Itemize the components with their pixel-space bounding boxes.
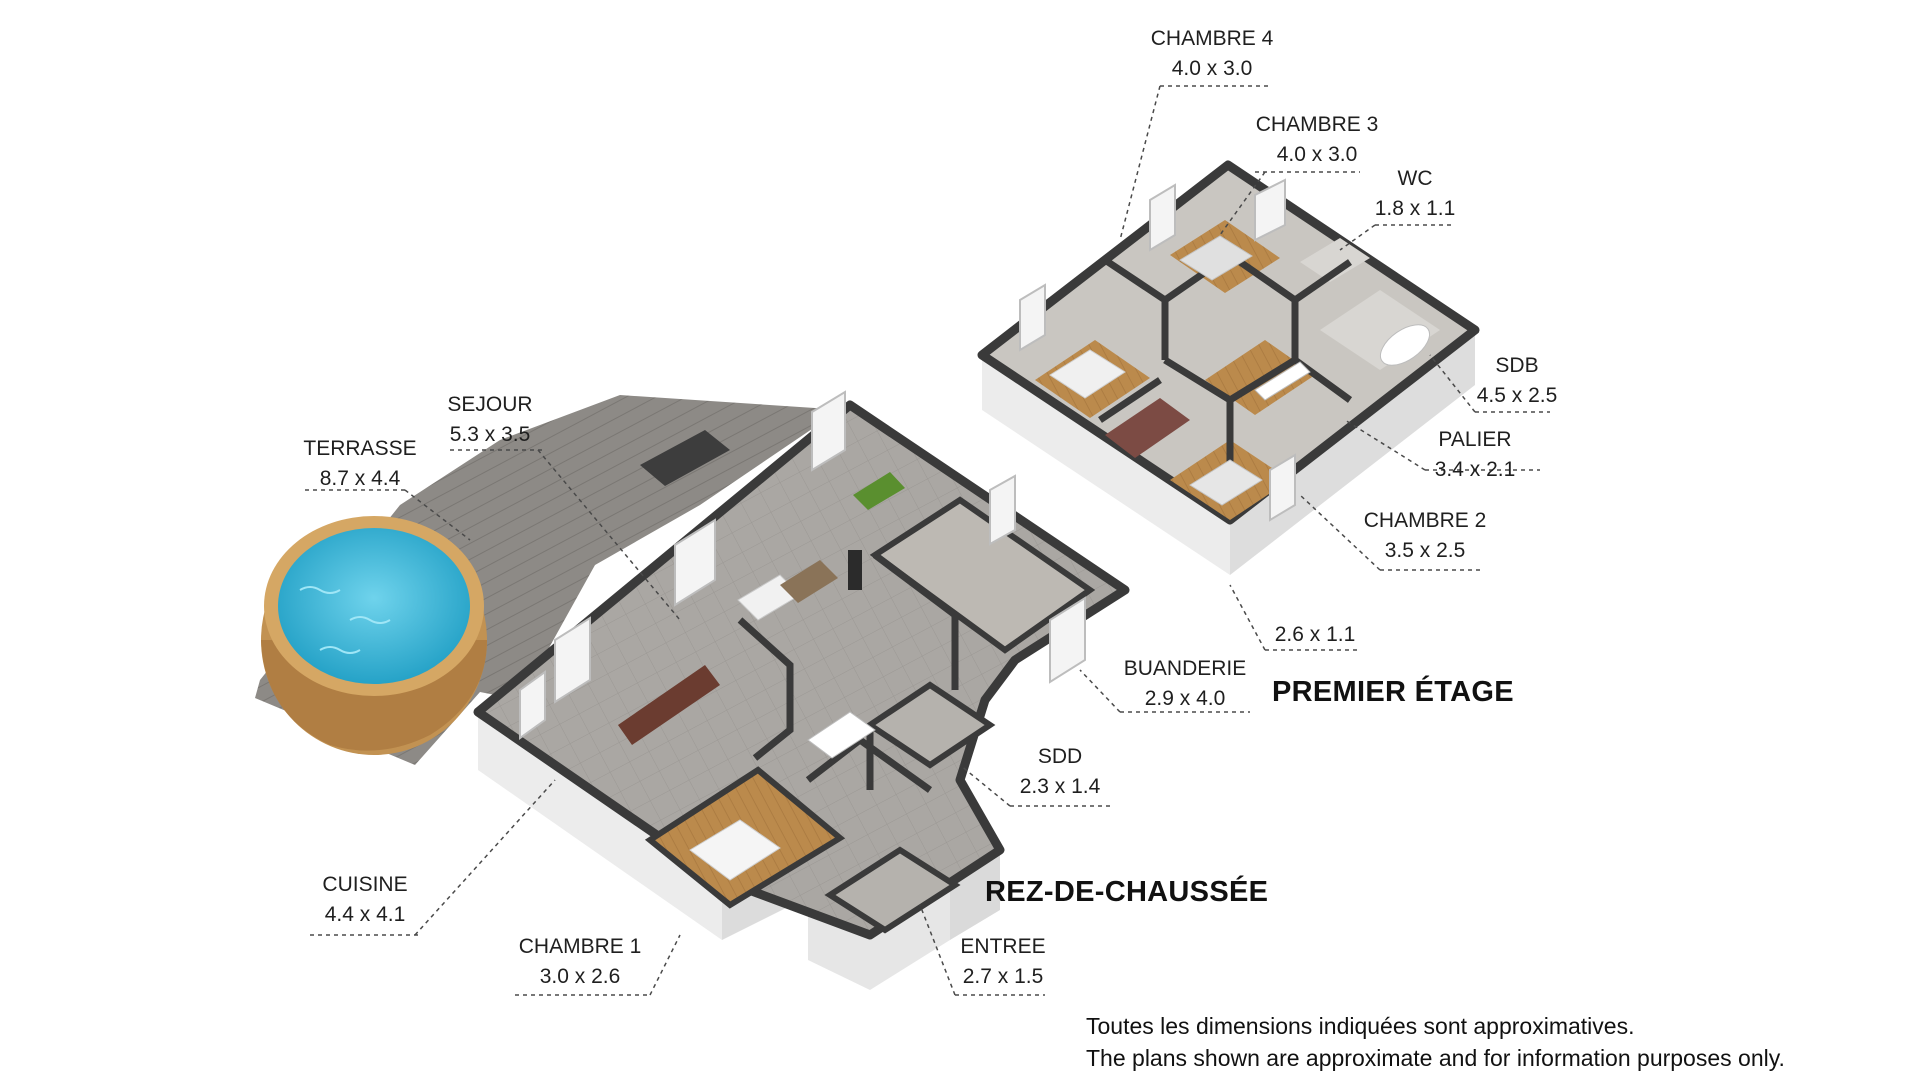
- room-dims: 3.4 x 2.1: [1434, 458, 1516, 481]
- room-dims: 5.3 x 3.5: [449, 423, 531, 446]
- label-buanderie: BUANDERIE 2.9 x 4.0: [1115, 654, 1255, 714]
- room-dims: 8.7 x 4.4: [319, 467, 401, 490]
- label-chambre2: CHAMBRE 2 3.5 x 2.5: [1350, 506, 1500, 566]
- room-name: CUISINE: [322, 873, 408, 896]
- room-name: ENTREE: [960, 935, 1046, 958]
- room-name: SDB: [1495, 354, 1539, 377]
- first-floor-model: [977, 160, 1480, 575]
- label-chambre1: CHAMBRE 1 3.0 x 2.6: [510, 932, 650, 992]
- room-dims: 2.3 x 1.4: [1019, 775, 1101, 798]
- first-wall-side-right: [1230, 330, 1475, 575]
- room-name: CHAMBRE 3: [1255, 113, 1379, 136]
- room-dims: 1.8 x 1.1: [1374, 197, 1456, 220]
- room-dims: 4.5 x 2.5: [1476, 384, 1558, 407]
- label-terrasse: TERRASSE 8.7 x 4.4: [300, 434, 420, 494]
- room-name: CHAMBRE 4: [1150, 27, 1274, 50]
- room-dims: 4.0 x 3.0: [1171, 57, 1253, 80]
- ground-wall-side: [478, 712, 760, 940]
- disclaimer-en: The plans shown are approximate and for …: [1086, 1045, 1785, 1071]
- first-floor-title: PREMIER ÉTAGE: [1272, 676, 1514, 708]
- room-dims: 3.5 x 2.5: [1384, 539, 1466, 562]
- label-sdb: SDB 4.5 x 2.5: [1467, 351, 1567, 411]
- pool-icon: [261, 516, 487, 755]
- sdd-floor: [864, 681, 996, 769]
- label-wc: WC 1.8 x 1.1: [1365, 164, 1465, 224]
- first-wall-side-left: [982, 355, 1230, 575]
- room-name: CHAMBRE 1: [518, 935, 642, 958]
- label-palier: PALIER 3.4 x 2.1: [1420, 425, 1530, 485]
- wc-floor: [1300, 238, 1370, 282]
- room-dims: 2.6 x 1.1: [1274, 623, 1356, 646]
- label-sdd: SDD 2.3 x 1.4: [1005, 742, 1115, 802]
- room-dims: 2.9 x 4.0: [1144, 687, 1226, 710]
- room-name: BUANDERIE: [1123, 657, 1247, 680]
- label-cuisine: CUISINE 4.4 x 4.1: [310, 870, 420, 930]
- room-name: WC: [1397, 167, 1433, 190]
- disclaimer: Toutes les dimensions indiquées sont app…: [1086, 1010, 1785, 1074]
- leader-lines: [305, 85, 1550, 996]
- room-name: SDD: [1037, 745, 1083, 768]
- ground-floor-title: REZ-DE-CHAUSSÉE: [985, 876, 1269, 908]
- label-dressing: 2.6 x 1.1: [1260, 620, 1370, 650]
- room-dims: 4.0 x 3.0: [1276, 143, 1358, 166]
- terrace-deck-upper: [560, 410, 840, 585]
- label-sejour: SEJOUR 5.3 x 3.5: [440, 390, 540, 450]
- room-name: PALIER: [1438, 428, 1512, 451]
- room-name: SEJOUR: [447, 393, 533, 416]
- dressing-floor: [1105, 398, 1190, 458]
- room-name: CHAMBRE 2: [1363, 509, 1487, 532]
- label-chambre4: CHAMBRE 4 4.0 x 3.0: [1137, 24, 1287, 84]
- label-chambre3: CHAMBRE 3 4.0 x 3.0: [1242, 110, 1392, 170]
- disclaimer-fr: Toutes les dimensions indiquées sont app…: [1086, 1013, 1635, 1039]
- room-dims: 3.0 x 2.6: [539, 965, 621, 988]
- ground-floor-model: [255, 390, 1130, 990]
- room-name: TERRASSE: [303, 437, 417, 460]
- entree-floor: [824, 846, 961, 934]
- buanderie-floor: [869, 496, 1096, 654]
- label-entree: ENTREE 2.7 x 1.5: [948, 932, 1058, 992]
- room-dims: 4.4 x 4.1: [324, 903, 406, 926]
- room-dims: 2.7 x 1.5: [962, 965, 1044, 988]
